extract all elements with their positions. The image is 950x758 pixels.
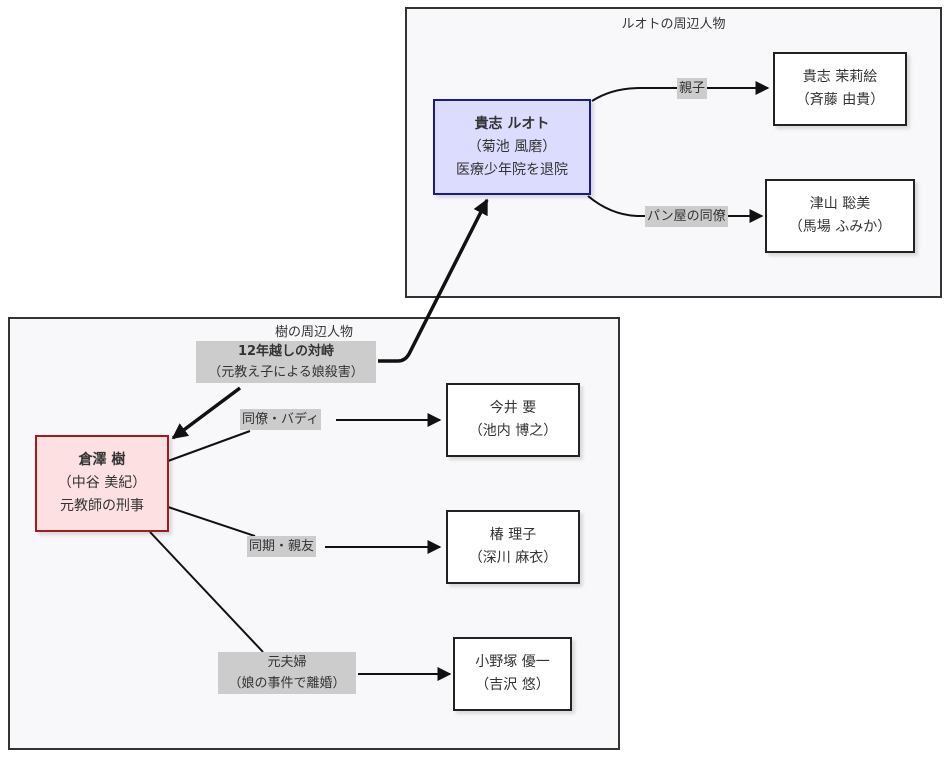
node-riko[interactable]: 椿 理子 （深川 麻衣） <box>446 510 580 584</box>
node-ruoto[interactable]: 貴志 ルオト （菊池 風磨） 医療少年院を退院 <box>433 99 591 195</box>
edge-label-confront: 12年越しの対峙 （元教え子による娘殺害） <box>196 341 376 383</box>
edge-label-confront-title: 12年越しの対峙 <box>237 344 335 359</box>
edge-label-exspouse-sub: （娘の事件で離婚） <box>228 676 346 691</box>
edge-label-bakery: パン屋の同僚 <box>645 206 728 227</box>
edge-label-exspouse: 元夫婦 （娘の事件で離婚） <box>218 652 356 694</box>
edge-label-confront-sub: （元教え子による娘殺害） <box>208 365 364 380</box>
edge-label-buddy: 同僚・バディ <box>240 409 322 430</box>
node-riko-name: 椿 理子 <box>489 527 537 543</box>
node-satomi-actor: （馬場 ふみか） <box>788 219 892 235</box>
cluster-title-itsuki: 樹の周辺人物 <box>274 325 353 340</box>
edge-label-exspouse-title: 元夫婦 <box>267 655 307 670</box>
node-ruoto-actor: （菊池 風磨） <box>467 138 557 155</box>
edge-bakery <box>587 195 764 223</box>
edge-parent <box>591 81 770 102</box>
edge-confront-to-ruoto <box>378 198 489 363</box>
node-itsuki[interactable]: 倉澤 樹 （中谷 美紀） 元教師の刑事 <box>35 435 169 532</box>
node-yuichi[interactable]: 小野塚 優一 （吉沢 悠） <box>453 637 572 711</box>
node-riko-actor: （深川 麻衣） <box>468 550 558 566</box>
edge-classmate <box>167 506 440 547</box>
node-itsuki-actor: （中谷 美紀） <box>57 475 147 491</box>
node-ruoto-name: 貴志 ルオト <box>474 115 550 132</box>
node-marie-name: 貴志 茉莉絵 <box>802 69 878 85</box>
edge-confront-to-itsuki <box>171 386 242 440</box>
node-kaname[interactable]: 今井 要 （池内 博之） <box>446 383 580 457</box>
cluster-title-ruoto: ルオトの周辺人物 <box>621 17 726 32</box>
edge-buddy <box>167 420 440 462</box>
node-ruoto-note: 医療少年院を退院 <box>456 161 568 178</box>
node-marie[interactable]: 貴志 茉莉絵 （斉藤 由貴） <box>773 52 907 126</box>
node-kaname-actor: （池内 博之） <box>468 423 558 439</box>
edge-label-parent: 親子 <box>677 78 708 99</box>
node-kaname-name: 今井 要 <box>489 400 537 416</box>
node-yuichi-actor: （吉沢 悠） <box>475 677 550 693</box>
node-satomi-name: 津山 聡美 <box>809 196 871 212</box>
node-marie-actor: （斉藤 由貴） <box>795 92 885 108</box>
node-yuichi-name: 小野塚 優一 <box>475 654 550 670</box>
node-satomi[interactable]: 津山 聡美 （馬場 ふみか） <box>765 179 915 253</box>
edge-exspouse <box>149 531 450 674</box>
node-itsuki-note: 元教師の刑事 <box>60 498 144 514</box>
node-itsuki-name: 倉澤 樹 <box>78 452 126 468</box>
edge-label-classmate: 同期・親友 <box>247 536 317 557</box>
